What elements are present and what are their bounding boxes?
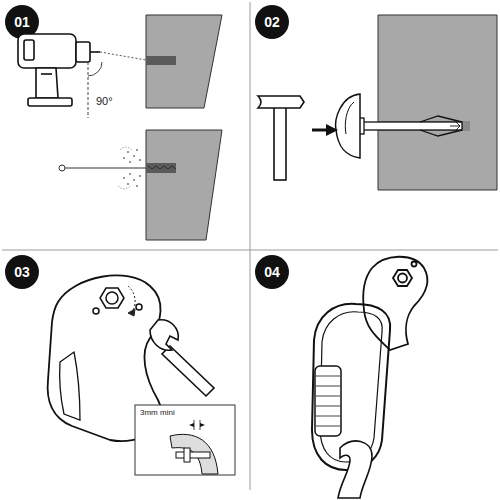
rope: [338, 441, 372, 498]
inset-detail: [135, 405, 235, 475]
wall-top: [146, 15, 222, 108]
wall-bottom: [146, 130, 222, 240]
dimension-label: 3mm mini: [140, 409, 175, 417]
panel-dividers: [2, 2, 498, 490]
wrench: [150, 320, 214, 396]
strike-arrow: [312, 124, 338, 136]
wall-panel-2: [378, 15, 497, 190]
hanger-side: [336, 94, 360, 158]
rotation-arrow: [128, 286, 135, 316]
drill-axis: [100, 52, 146, 60]
angle-label: 90°: [96, 96, 113, 107]
dust: [118, 147, 141, 189]
callout-number: 01: [14, 15, 30, 29]
callout-number: 03: [14, 265, 30, 279]
anchor-bolt: [352, 116, 462, 136]
callout-number: 04: [264, 265, 280, 279]
step-circles: [5, 5, 289, 289]
blow-pump: [59, 165, 146, 171]
hammer: [258, 96, 304, 180]
hanger-hung: [363, 257, 427, 350]
angle-marker: [88, 62, 102, 118]
callout-number: 02: [264, 15, 280, 29]
